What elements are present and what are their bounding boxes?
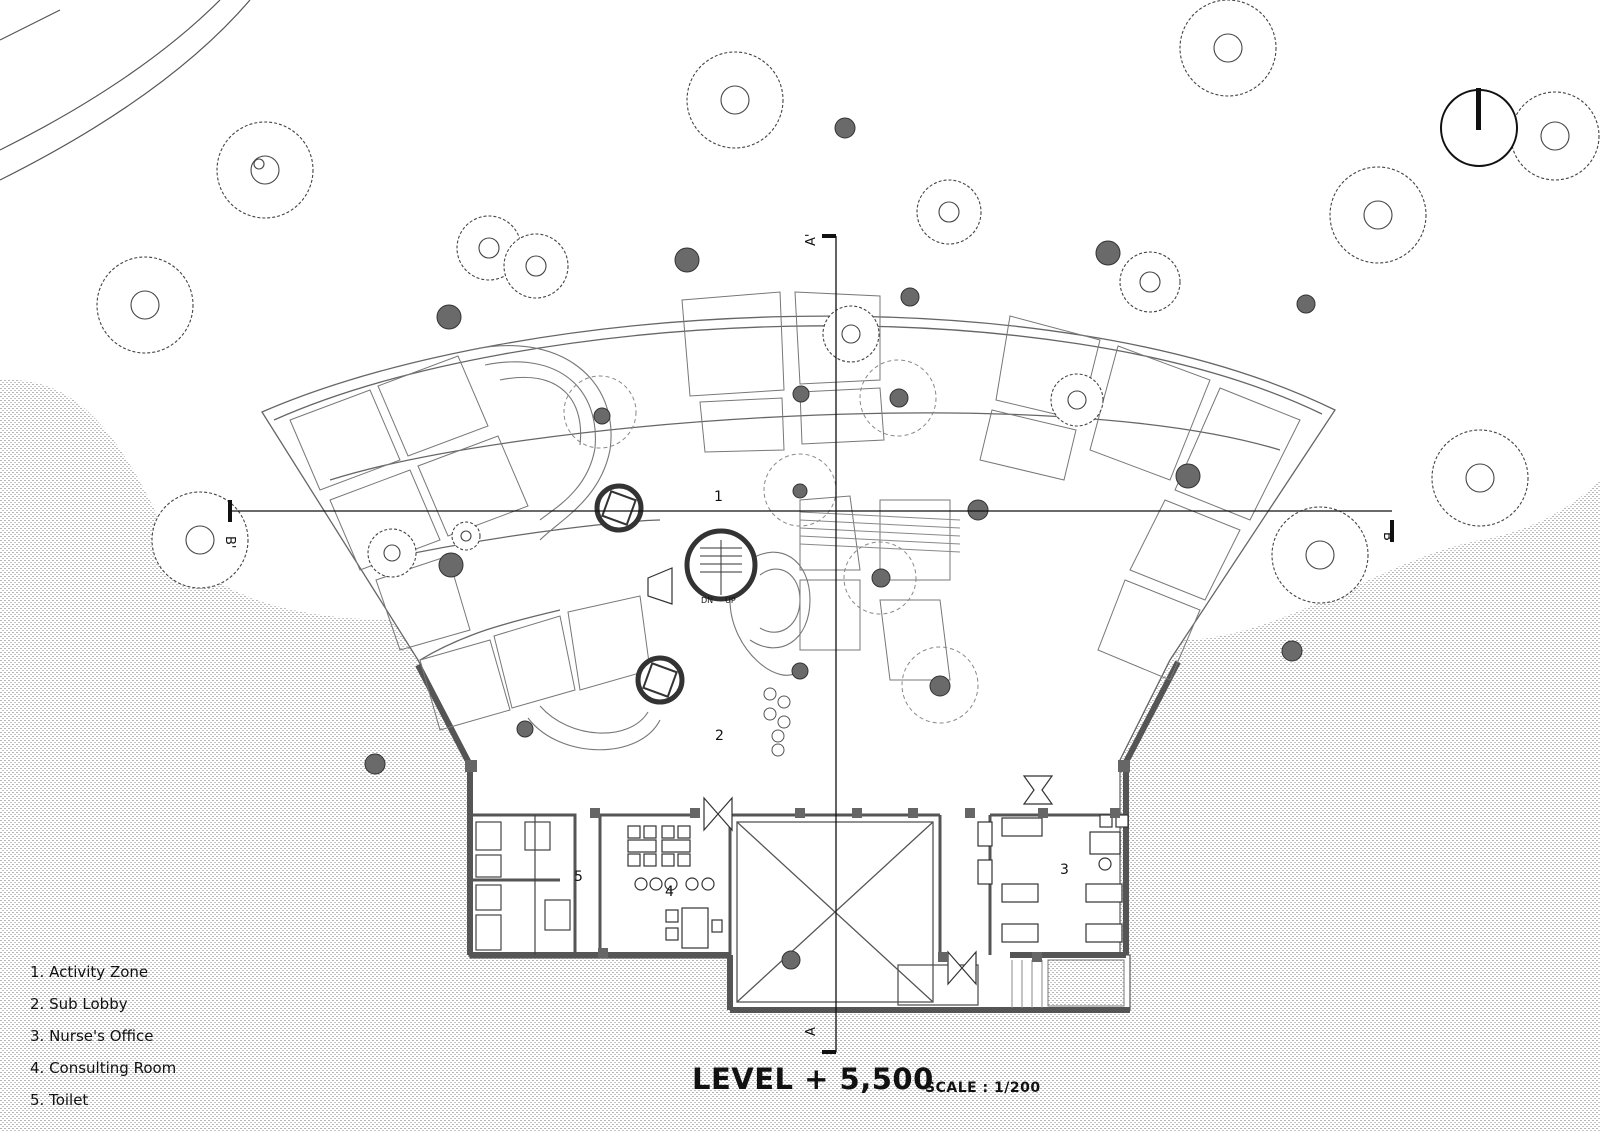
section-b-right-label: B	[1380, 532, 1395, 541]
circular-cores	[594, 483, 758, 705]
atrium-void	[736, 821, 979, 1006]
tree	[1271, 506, 1369, 604]
room-legend: 1. Activity Zone 2. Sub Lobby 3. Nurse's…	[30, 956, 176, 1116]
trees	[96, 0, 1600, 604]
tree	[367, 528, 417, 578]
room-number-consulting-room: 4	[665, 884, 674, 900]
consulting-furniture	[627, 825, 723, 949]
stair-lines	[799, 511, 1043, 1008]
legend-item: 5. Toilet	[30, 1091, 89, 1109]
stepping-stones	[763, 687, 791, 757]
section-lines	[230, 236, 1392, 1052]
tree	[151, 491, 249, 589]
tree	[822, 305, 880, 363]
stair-down-label: DN	[701, 596, 713, 605]
tree	[96, 256, 194, 354]
doors	[647, 567, 977, 986]
section-ticks	[228, 234, 1394, 1054]
room-number-activity-zone: 1	[714, 489, 723, 505]
curved-walkways	[469, 345, 811, 751]
section-b-left-label: B'	[222, 536, 237, 549]
room-number-sub-lobby: 2	[715, 728, 724, 744]
tree	[216, 121, 314, 219]
tree	[1510, 91, 1600, 181]
tree	[1329, 166, 1427, 264]
room-number-toilet: 5	[574, 869, 583, 885]
tree	[1179, 0, 1277, 97]
tree	[916, 179, 982, 245]
legend-item: 3. Nurse's Office	[30, 1027, 154, 1045]
room-number-nurses-office: 3	[1060, 862, 1069, 878]
legend-item: 2. Sub Lobby	[30, 995, 128, 1013]
nurse-furniture	[977, 775, 1129, 943]
legend-item: 1. Activity Zone	[30, 963, 149, 981]
section-a-top-label: A'	[804, 234, 819, 246]
stoop-hatch	[1047, 959, 1125, 1007]
legend-item: 4. Consulting Room	[30, 1059, 177, 1077]
wall-columns	[465, 760, 1130, 962]
tree	[686, 51, 784, 149]
dashed-circles	[563, 359, 979, 724]
drawing-scale: SCALE : 1/200	[925, 1080, 1041, 1096]
drawing-title: LEVEL + 5,500	[692, 1062, 934, 1096]
planter-grid	[289, 291, 1301, 731]
tree	[1431, 429, 1529, 527]
north-arrow-icon	[1440, 88, 1518, 167]
road-curve	[0, 0, 251, 181]
round-columns	[364, 117, 1316, 970]
tree	[1050, 373, 1104, 427]
toilet-partitions	[475, 815, 571, 955]
section-a-bottom-label: A	[804, 1027, 819, 1036]
tree	[451, 521, 481, 551]
tree	[1119, 251, 1181, 313]
stair-up-label: UP	[725, 596, 736, 605]
tree	[503, 233, 569, 299]
